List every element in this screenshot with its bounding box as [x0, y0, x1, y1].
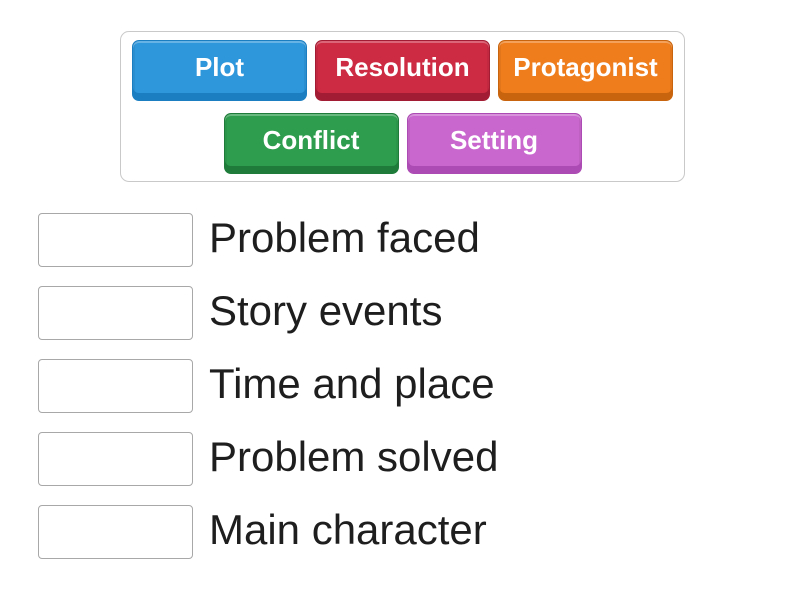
match-row: Main character [38, 505, 498, 559]
keyword-tile-plot[interactable]: Plot [132, 39, 307, 101]
definition-text: Problem faced [209, 214, 480, 261]
keyword-tile-label: Resolution [335, 52, 470, 82]
keyword-tile-label: Setting [449, 125, 539, 155]
keyword-tray: Plot Resolution Protagonist Conflict Set… [120, 31, 685, 182]
keyword-tile-conflict[interactable]: Conflict [223, 112, 399, 174]
match-row: Time and place [38, 359, 498, 413]
keyword-tile-label: Plot [194, 52, 245, 82]
answer-drop-slot[interactable] [38, 286, 193, 340]
answer-drop-slot[interactable] [38, 432, 193, 486]
answer-drop-slot[interactable] [38, 505, 193, 559]
match-row: Story events [38, 286, 498, 340]
definition-text: Time and place [209, 360, 495, 407]
answer-drop-slot[interactable] [38, 213, 193, 267]
answer-drop-slot[interactable] [38, 359, 193, 413]
definition-text: Main character [209, 506, 487, 553]
definition-list: Problem faced Story events Time and plac… [38, 213, 498, 559]
keyword-tile-resolution[interactable]: Resolution [315, 39, 490, 101]
definition-text: Story events [209, 287, 443, 334]
keyword-tile-label: Protagonist [513, 52, 658, 82]
keyword-tile-protagonist[interactable]: Protagonist [498, 39, 673, 101]
keyword-tray-row-1: Plot Resolution Protagonist [132, 39, 673, 101]
keyword-tile-label: Conflict [262, 125, 360, 155]
definition-text: Problem solved [209, 433, 499, 480]
keyword-tray-row-2: Conflict Setting [223, 112, 582, 174]
match-row: Problem faced [38, 213, 498, 267]
keyword-tile-setting[interactable]: Setting [406, 112, 582, 174]
match-row: Problem solved [38, 432, 498, 486]
